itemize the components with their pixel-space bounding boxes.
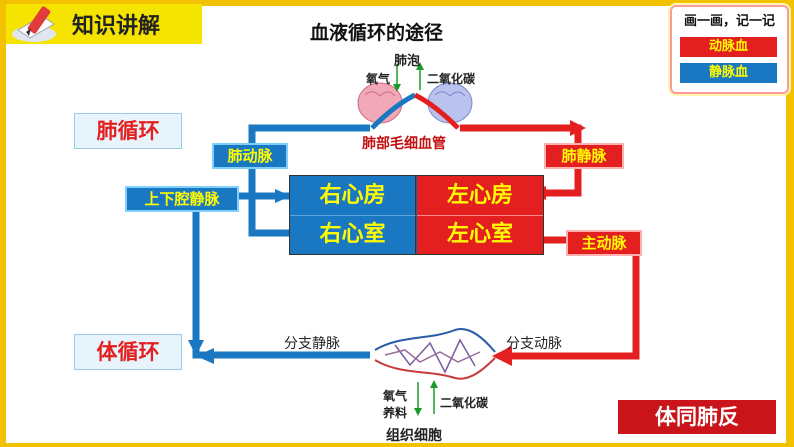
tissue-capillaries bbox=[374, 328, 496, 380]
left-atrium: 左心房 bbox=[417, 176, 543, 216]
alveoli-label: 肺泡 bbox=[394, 54, 421, 69]
branch-vein-label: 分支静脉 bbox=[284, 336, 340, 352]
pulmonary-vein-arrowhead bbox=[570, 120, 586, 136]
legend-title: 画一画，记一记 bbox=[683, 14, 775, 29]
frame-top bbox=[0, 0, 794, 6]
branch-artery-label: 分支动脉 bbox=[506, 336, 562, 352]
pencil-icon bbox=[12, 6, 56, 42]
heart: 右心房 左心房 右心室 左心室 bbox=[289, 175, 544, 255]
lungs-icon bbox=[357, 82, 473, 130]
frame-right bbox=[786, 0, 794, 447]
tissue-cells-label: 组织细胞 bbox=[386, 428, 442, 444]
frame-bottom bbox=[0, 443, 794, 447]
vena-cava-arrowhead bbox=[188, 340, 204, 356]
pulmonary-circulation-label: 肺循环 bbox=[74, 113, 182, 149]
tissue-oxygen-label: 氧气 bbox=[383, 389, 408, 403]
lung-co2-label: 二氧化碳 bbox=[427, 72, 476, 86]
legend-venous: 静脉血 bbox=[680, 63, 777, 83]
vena-cava-path bbox=[192, 192, 289, 359]
pulmonary-artery-label: 肺动脉 bbox=[212, 143, 288, 169]
systemic-circulation-label: 体循环 bbox=[74, 334, 182, 370]
pulmonary-artery-path bbox=[248, 124, 370, 237]
frame-left bbox=[0, 0, 6, 447]
diagram-title: 血液循环的途径 bbox=[310, 22, 444, 44]
legend: 画一画，记一记 动脉血 静脉血 bbox=[670, 5, 789, 94]
right-atrium: 右心房 bbox=[290, 176, 416, 216]
right-atrium-inlet-arrow bbox=[275, 189, 291, 203]
lung-capillaries-label: 肺部毛细血管 bbox=[362, 136, 446, 152]
mnemonic-badge: 体同肺反 bbox=[618, 400, 776, 434]
left-ventricle: 左心室 bbox=[417, 216, 543, 254]
tissue-co2-label: 二氧化碳 bbox=[440, 396, 489, 410]
right-ventricle: 右心室 bbox=[290, 216, 416, 254]
pulmonary-vein-label: 肺静脉 bbox=[544, 143, 624, 169]
tissue-nutrients-label: 养料 bbox=[383, 406, 408, 420]
branch-vein-arrowhead bbox=[196, 348, 214, 364]
legend-arterial: 动脉血 bbox=[680, 37, 777, 57]
aorta-label: 主动脉 bbox=[566, 230, 642, 256]
vena-cava-label: 上下腔静脉 bbox=[125, 186, 239, 212]
aorta-arrowhead bbox=[492, 346, 512, 366]
lung-oxygen-label: 氧气 bbox=[366, 72, 391, 86]
section-title: 知识讲解 bbox=[72, 14, 161, 39]
